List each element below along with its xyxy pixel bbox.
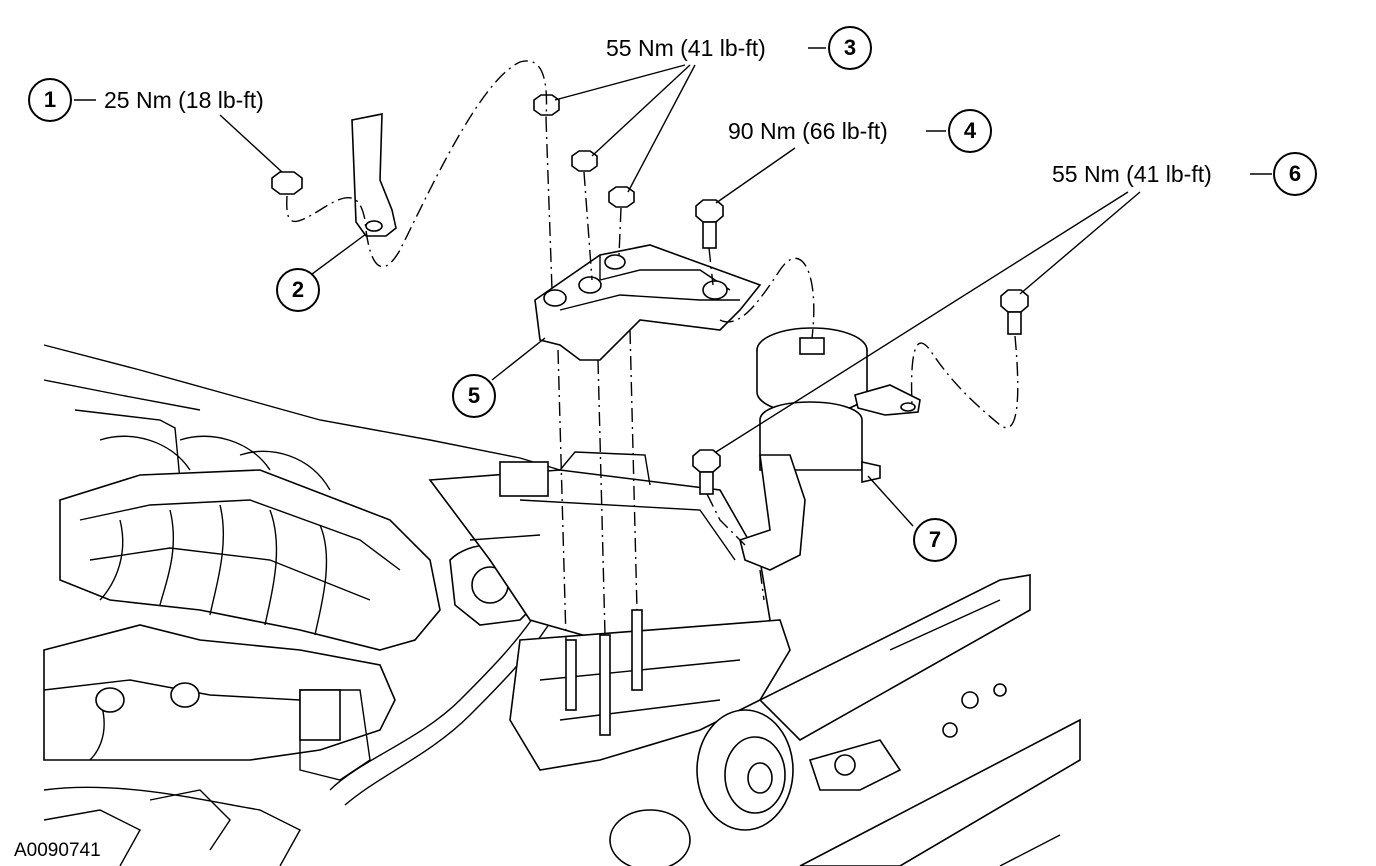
bolts [271,94,1029,495]
torque-label-3: 55 Nm (41 lb-ft) [606,35,766,61]
leader-lines [74,47,1272,527]
callout-1: 1 [28,78,72,122]
mount-bracket [534,244,762,361]
figure-id: A0090741 [14,840,101,861]
engine-assembly [43,344,1081,866]
bracket-plate [351,113,397,237]
torque-label-6: 55 Nm (41 lb-ft) [1052,161,1212,187]
callout-7: 7 [913,518,957,562]
callout-5: 5 [452,374,496,418]
callout-4: 4 [948,109,992,153]
torque-label-1: 25 Nm (18 lb-ft) [104,87,264,113]
callout-6: 6 [1273,152,1317,196]
callout-3: 3 [828,26,872,70]
alignment-lines [286,60,1019,641]
callout-2: 2 [276,268,320,312]
torque-label-4: 90 Nm (66 lb-ft) [728,118,888,144]
engine-mount [739,327,921,571]
